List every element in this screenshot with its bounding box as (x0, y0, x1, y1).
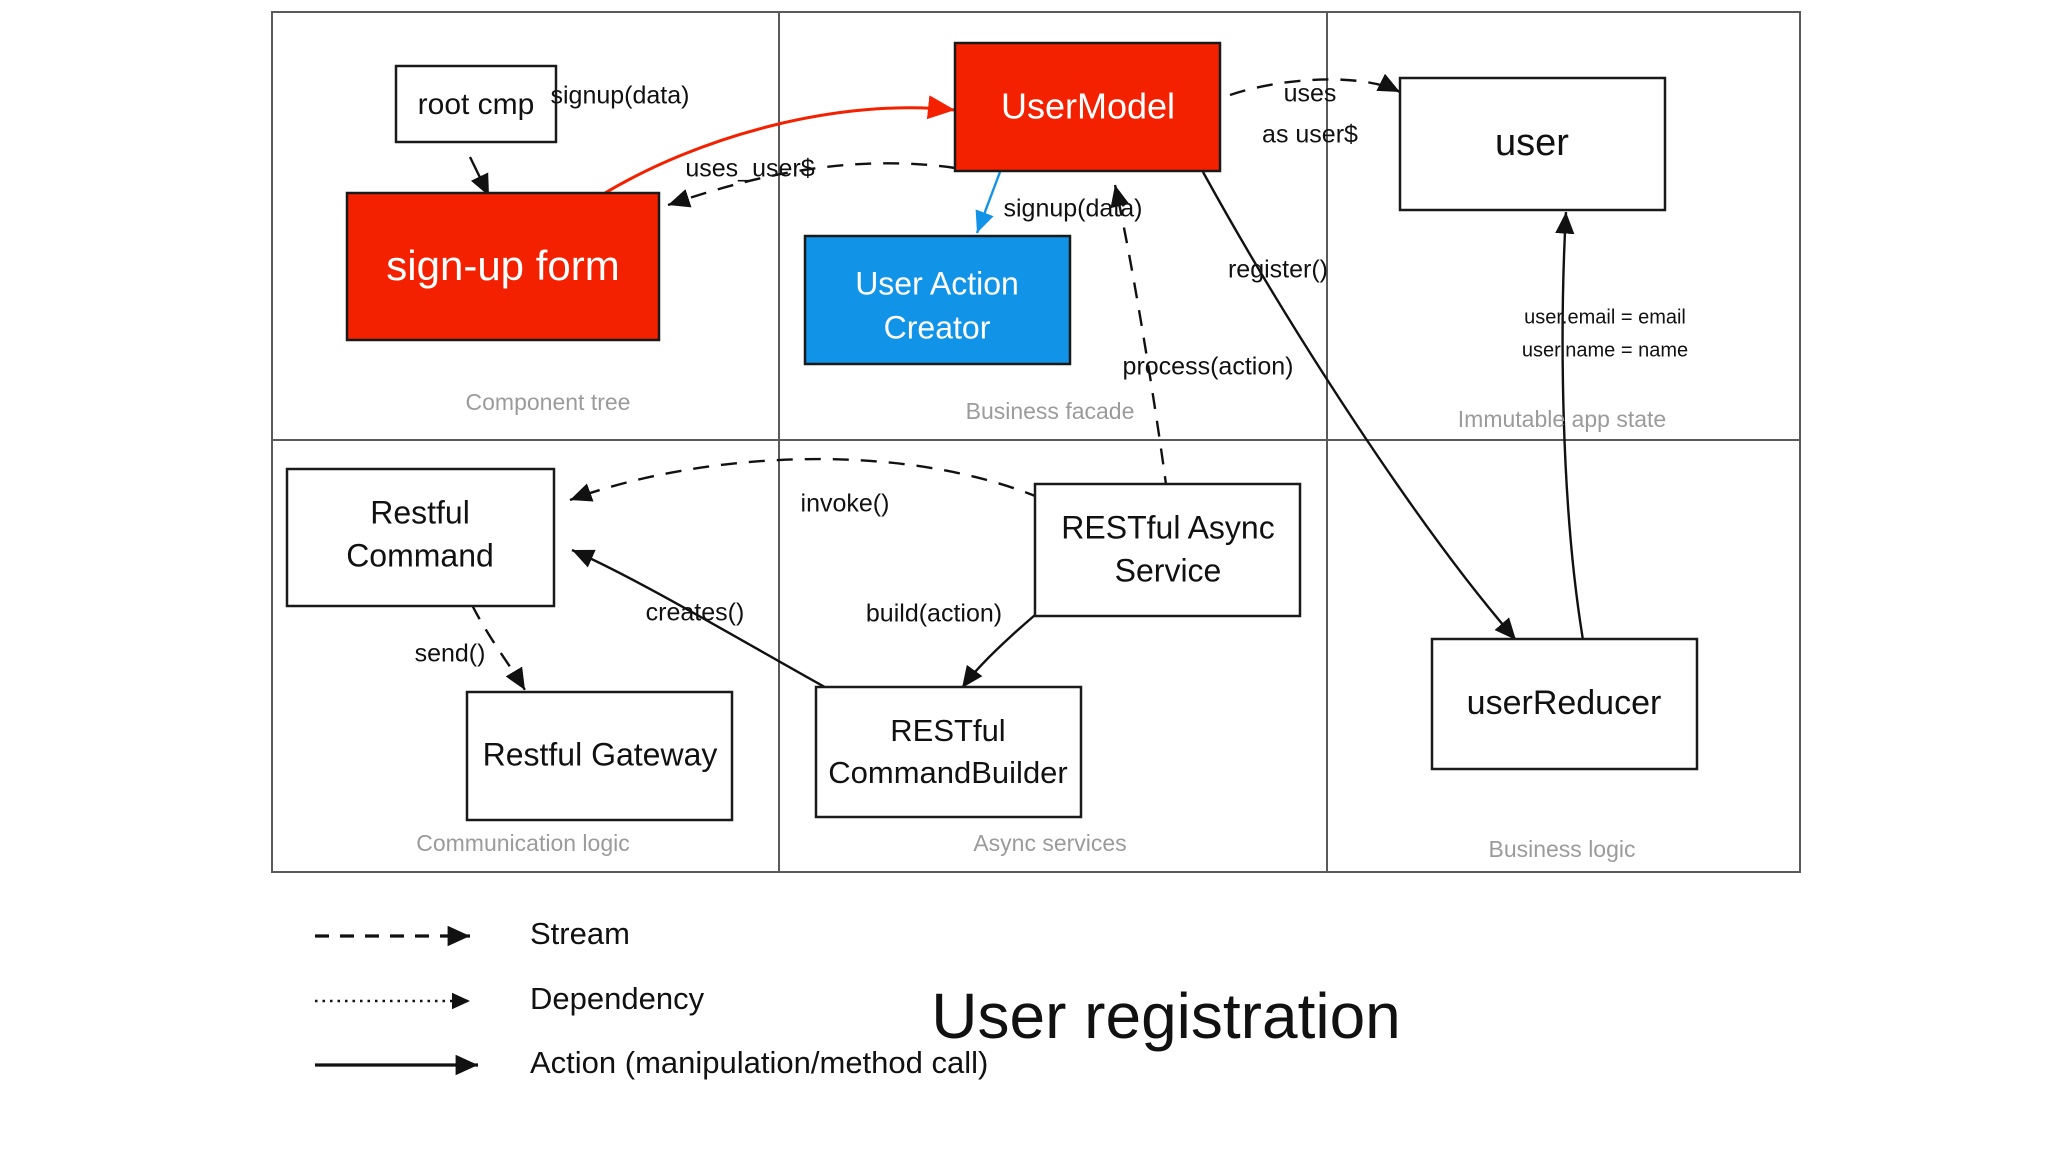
user-action-creator-box[interactable] (803, 234, 1072, 366)
user-box[interactable] (1398, 76, 1667, 212)
legend-dependency-label: Dependency (530, 981, 705, 1016)
node-user-reducer[interactable]: userReducer (1430, 637, 1699, 771)
user-model-label: UserModel (1001, 86, 1175, 127)
edge-label-signup-data-1: signup(data) (551, 82, 690, 110)
edge-label-process-action: process(action) (1123, 353, 1294, 381)
node-sign-up-form[interactable]: sign-up form (345, 191, 661, 342)
user-reducer-label: userReducer (1467, 684, 1662, 722)
panel-caption-communication-logic: Communication logic (416, 830, 629, 856)
user-reducer-box[interactable] (1430, 637, 1699, 771)
legend-item-stream: Stream (315, 916, 630, 951)
restful-async-service-label-line2: Service (1115, 552, 1222, 588)
edge-label-user-name: user.name = name (1522, 339, 1688, 361)
panel-caption-component-tree: Component tree (466, 389, 631, 415)
panel-caption-business-logic: Business logic (1488, 836, 1635, 862)
restful-async-service-box[interactable] (1033, 482, 1302, 618)
edge-restful-async-service-to-user-model-process (1110, 184, 1169, 493)
user-action-creator-label-line2: Creator (884, 309, 991, 345)
edge-label-invoke: invoke() (801, 490, 890, 518)
restful-command-builder-label-line1: RESTful (890, 713, 1005, 748)
edges-layer (448, 73, 1585, 692)
edge-restful-command-to-restful-gateway-send (470, 604, 527, 691)
edge-restful-command-builder-to-restful-command-creates (571, 548, 831, 692)
panel-captions-layer: Component tree Business facade Immutable… (416, 389, 1666, 862)
edge-root-cmp-to-sign-up-form (468, 156, 491, 197)
edge-labels-layer: signup(data) uses_user$ uses as user$ si… (415, 80, 1689, 668)
node-restful-async-service[interactable]: RESTful Async Service (1033, 482, 1302, 618)
node-restful-command[interactable]: Restful Command (285, 467, 556, 608)
edge-user-model-to-user-uses (1229, 73, 1401, 97)
edge-label-signup-data-2: signup(data) (1004, 195, 1143, 223)
root-cmp-box[interactable] (394, 64, 558, 144)
panel-caption-async-services: Async services (973, 830, 1126, 856)
user-model-box[interactable] (953, 41, 1222, 173)
edge-label-as-user-dollar: as user$ (1262, 121, 1358, 149)
nodes-layer: root cmp sign-up form UserModel User Act… (285, 41, 1699, 822)
edge-user-reducer-to-user (1555, 211, 1585, 641)
edge-label-send: send() (415, 640, 486, 668)
node-root-cmp[interactable]: root cmp (394, 64, 558, 144)
edge-label-build-action: build(action) (866, 600, 1002, 628)
edge-user-model-to-sign-up-form-uses-user (667, 162, 956, 208)
node-restful-gateway[interactable]: Restful Gateway (465, 690, 734, 822)
edge-restful-async-service-to-command-builder-build (961, 614, 1036, 689)
restful-command-builder-box[interactable] (814, 685, 1083, 819)
node-user-action-creator[interactable]: User Action Creator (803, 234, 1072, 366)
restful-command-label-line2: Command (346, 537, 494, 573)
edge-label-register: register() (1228, 256, 1328, 284)
edge-label-user-email: user.email = email (1524, 306, 1686, 328)
edge-label-creates: creates() (646, 599, 745, 627)
edge-sign-up-form-to-user-model-signup (599, 95, 956, 198)
edge-label-uses-user-dollar: uses_user$ (685, 155, 814, 183)
legend-action-label: Action (manipulation/method call) (530, 1045, 988, 1080)
grid-outer-border (271, 11, 1801, 873)
user-label: user (1495, 122, 1569, 164)
node-restful-command-builder[interactable]: RESTful CommandBuilder (814, 685, 1083, 819)
restful-async-service-label-line1: RESTful Async (1061, 509, 1274, 545)
legend-item-action: Action (manipulation/method call) (315, 1045, 988, 1080)
sign-up-form-box[interactable] (345, 191, 661, 342)
panel-caption-immutable-app-state: Immutable app state (1458, 406, 1666, 432)
edge-user-model-to-user-action-creator (975, 171, 1002, 234)
edge-user-model-to-user-reducer-register (1201, 171, 1517, 641)
panel-caption-business-facade: Business facade (966, 398, 1135, 424)
user-action-creator-label-line1: User Action (855, 265, 1019, 301)
restful-gateway-label: Restful Gateway (483, 736, 718, 772)
legend-item-dependency: Dependency (315, 981, 705, 1016)
restful-command-box[interactable] (285, 467, 556, 608)
sign-up-form-label: sign-up form (386, 242, 619, 289)
page-title: User registration (931, 980, 1401, 1052)
root-cmp-label: root cmp (418, 88, 535, 121)
legend-stream-label: Stream (530, 916, 630, 951)
edge-restful-async-service-to-restful-command-invoke (569, 457, 1041, 502)
edge-label-uses: uses (1284, 80, 1337, 108)
legend: Stream Dependency Action (manipulation/m… (315, 916, 988, 1080)
panel-grid (271, 11, 1801, 873)
restful-command-label-line1: Restful (370, 494, 470, 530)
node-user[interactable]: user (1398, 76, 1667, 212)
restful-gateway-box[interactable] (465, 690, 734, 822)
restful-command-builder-label-line2: CommandBuilder (828, 755, 1068, 790)
node-user-model[interactable]: UserModel (953, 41, 1222, 173)
